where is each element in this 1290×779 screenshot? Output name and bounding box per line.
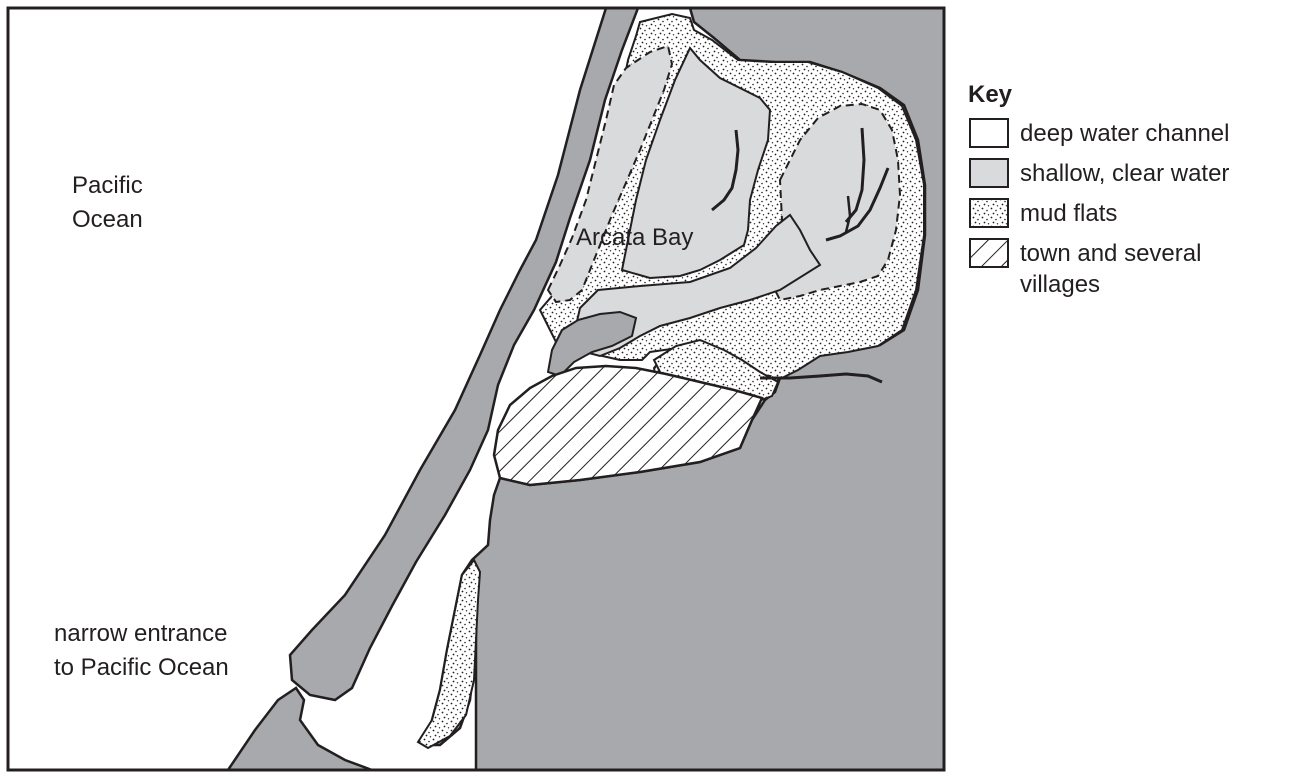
key-swatch-deep-water [969,118,1009,148]
key-label-town-line1: town and several [1020,240,1201,267]
river-channel-central [711,129,740,212]
key-swatch-shallow-water [969,158,1009,188]
river-channel-east-3 [844,195,852,233]
mud-flats-south [416,558,482,750]
ocean-label-line1: Pacific [72,172,143,199]
map-key: Key deep water channel shallow, clear wa… [968,81,1229,298]
shallow-water-patch [546,310,638,378]
map-frame [6,6,946,772]
southwest-land [225,686,373,772]
key-label-shallow-water: shallow, clear water [1020,160,1229,187]
key-title: Key [968,81,1013,108]
entrance-label-line1: narrow entrance [54,620,227,647]
key-swatch-mud-flats [969,198,1009,228]
shallow-water-central [620,46,772,280]
river-channel-east-1 [844,127,866,223]
ocean-label-line2: Ocean [72,206,143,233]
river-channel-south [760,372,883,384]
key-label-deep-water: deep water channel [1020,120,1229,147]
key-label-town-line2: villages [1020,271,1100,298]
town-villages-area [492,364,764,487]
entrance-label-line2: to Pacific Ocean [54,654,229,681]
shallow-water-northwest [546,44,674,304]
key-swatch-town [969,238,1009,268]
sand-spit-land [288,6,640,702]
key-label-mud-flats: mud flats [1020,200,1117,227]
bay-label: Arcata Bay [576,224,693,251]
river-channel-east-2 [825,167,890,242]
